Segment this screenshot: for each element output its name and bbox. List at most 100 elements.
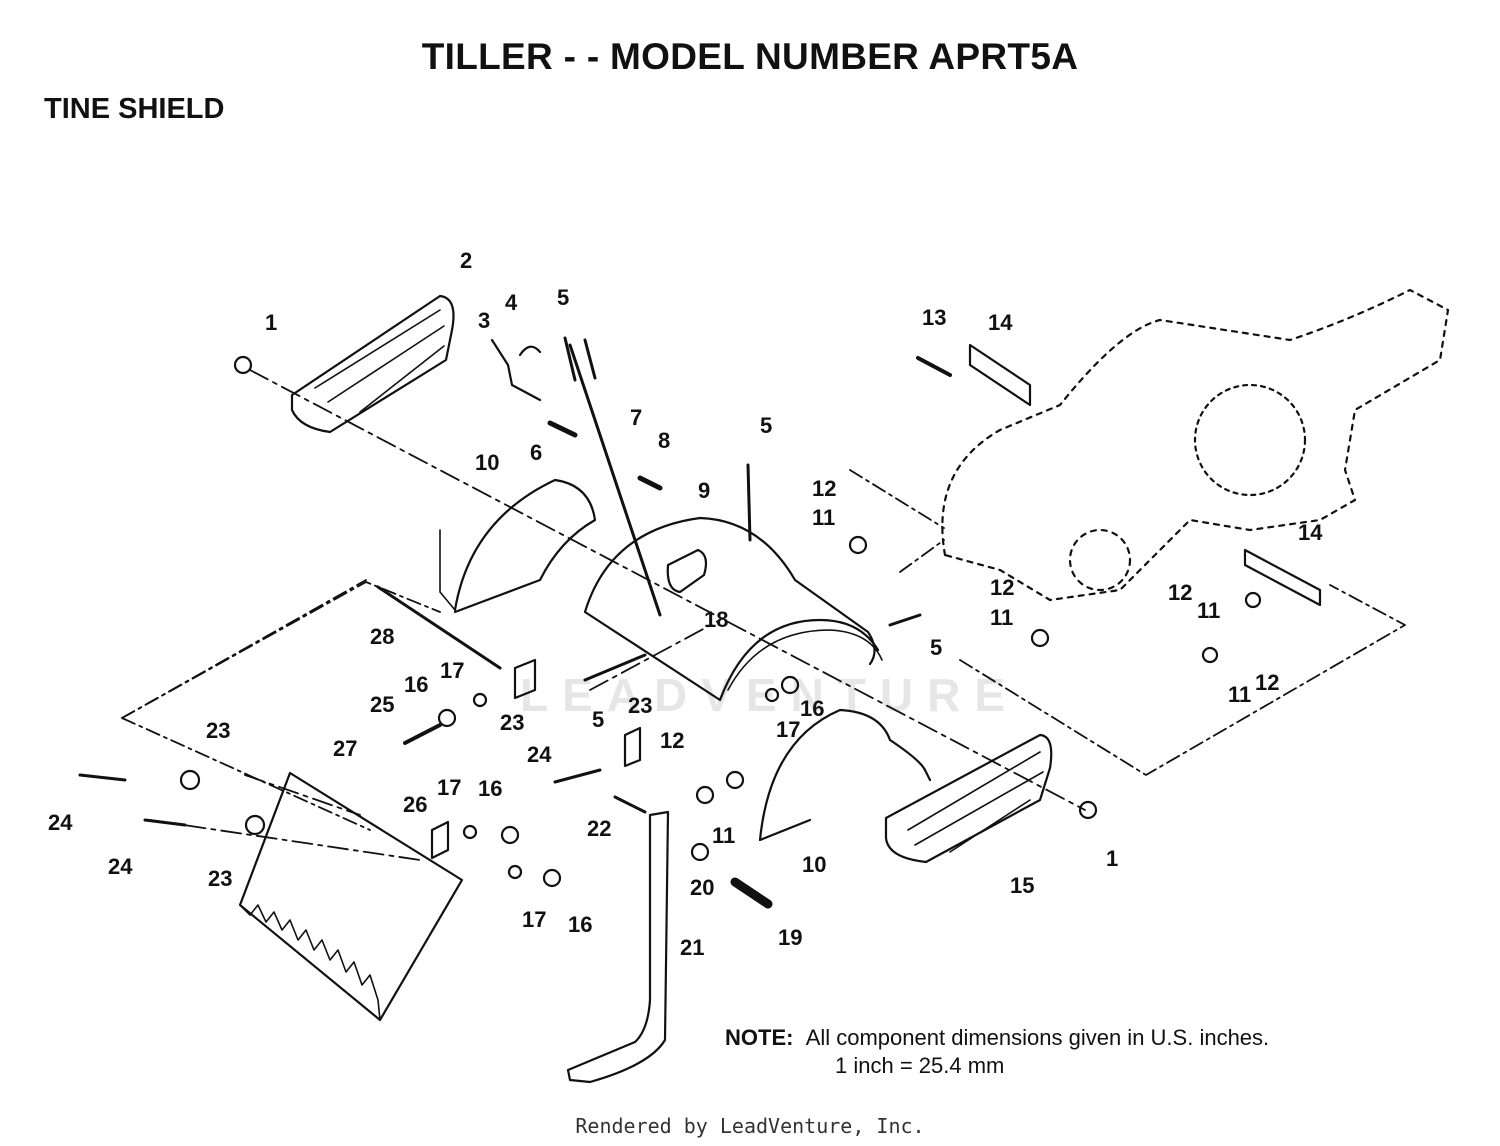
callout-11a: 11 [812,505,835,530]
callout-24b: 24 [108,854,133,879]
callout-1a: 1 [265,310,277,335]
part-10-side-shield-right [758,708,932,842]
part-6-spring [547,420,578,438]
part-5-bolt-top [563,336,597,382]
callout-12c: 12 [1168,580,1192,605]
part-27-tiller-flap [238,771,464,1022]
callout-18: 18 [704,607,728,632]
callout-16c: 16 [478,776,502,801]
callout-11c: 11 [1197,598,1220,623]
housing-hub [1068,528,1132,592]
callout-10a: 10 [475,450,499,475]
callout-11d: 11 [1228,682,1251,707]
callout-24c: 24 [527,742,552,767]
part-10-side-shield-left [453,478,597,614]
callout-25: 25 [370,692,394,717]
callout-12d: 12 [1255,670,1279,695]
part-26-clip [430,820,450,860]
part-24-bolt-b [143,818,187,827]
part-22-bolt [613,795,647,814]
callout-3: 3 [478,308,490,333]
part-17-washer-b [462,824,478,840]
callout-21: 21 [680,935,704,960]
part-16-nut-b [500,825,520,845]
callout-17a: 17 [440,658,464,683]
callout-12b: 12 [990,575,1014,600]
callout-16a: 16 [404,672,428,697]
part-13-bolt [916,356,952,377]
callout-28: 28 [370,624,394,649]
callout-24a: 24 [48,810,73,835]
part-11-nut-a [848,535,868,555]
part-11-nut-c [1244,591,1262,609]
callout-12a: 12 [812,476,836,501]
part-23-clip-b [244,814,266,836]
part-11-nut-f [725,770,745,790]
callout-19: 19 [778,925,802,950]
part-5-bolt-center [746,463,752,542]
part-17-washer-a [472,692,488,708]
transmission-housing [941,288,1450,602]
part-17-washer-d [764,687,780,703]
callout-5c: 5 [930,635,942,660]
watermark: LEADVENTURE [520,669,1020,721]
callout-4: 4 [505,290,518,315]
assembly-outline-left [121,469,1406,831]
main-axis-line [149,369,1086,861]
part-16-nut-d [780,675,800,695]
callout-13: 13 [922,305,946,330]
footer-credit: Rendered by LeadVenture, Inc. [575,1114,925,1138]
note-line-1: All component dimensions given in U.S. i… [805,1025,1270,1050]
callout-5a: 5 [557,285,569,310]
part-14-bracket-right [1243,548,1322,607]
part-19-pin [730,877,773,909]
part-4-clip [518,345,542,357]
callout-12e: 12 [660,728,684,753]
part-11-nut-e [695,785,715,805]
part-1-nut-bottom [1078,800,1098,820]
part-16-nut-c [542,868,562,888]
part-23-clip-a [179,769,201,791]
note-block: NOTE: All component dimensions given in … [725,1024,1269,1080]
part-7-control-rod [568,343,662,617]
part-16-nut-a [437,708,457,728]
part-21-depth-bar [566,810,670,1084]
part-23-clip-c [513,658,537,700]
callout-7: 7 [630,405,642,430]
part-17-washer-c [507,864,523,880]
part-24-bolt-c [553,768,602,784]
part-5-bolt-right [888,613,922,627]
part-20-nut [690,842,710,862]
part-2-side-plate [290,294,455,434]
callout-10b: 10 [802,852,826,877]
callout-15: 15 [1010,873,1034,898]
callout-16b: 16 [800,696,824,721]
callout-1b: 1 [1106,846,1118,871]
callout-16d: 16 [568,912,592,937]
part-8-nut [637,475,663,491]
callout-23b: 23 [628,693,652,718]
part-1-nut-top [233,355,253,375]
section-title: TINE SHIELD [44,93,225,125]
part-11-nut-b [1030,628,1050,648]
callout-11e: 11 [712,823,735,848]
note-line-2: 1 inch = 25.4 mm [835,1053,1005,1078]
callout-17c: 17 [437,775,461,800]
page-title: TILLER - - MODEL NUMBER APRT5A [421,36,1079,77]
callout-6: 6 [530,440,542,465]
callout-17b: 17 [776,717,800,742]
callout-8: 8 [658,428,670,453]
callout-2: 2 [460,248,472,273]
callout-23c: 23 [206,718,230,743]
callout-22: 22 [587,816,611,841]
part-24-bolt-a [78,773,127,782]
part-11-nut-d [1201,646,1219,664]
callout-17d: 17 [522,907,546,932]
callout-23a: 23 [500,710,524,735]
callout-23d: 23 [208,866,232,891]
part-23-clip-d [623,726,642,768]
part-18-bracket [666,548,708,594]
part-14-bracket-top [968,343,1032,407]
callout-5b: 5 [760,413,772,438]
